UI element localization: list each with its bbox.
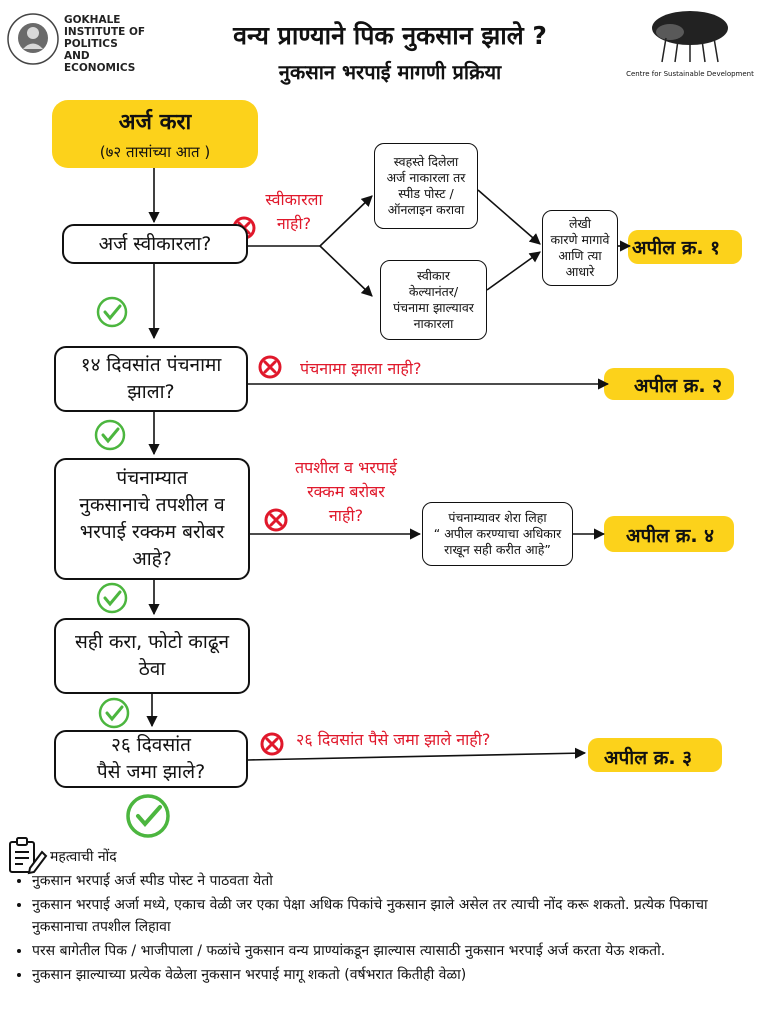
step-line: झाला? bbox=[127, 381, 175, 403]
final-approved-check-icon bbox=[126, 794, 170, 838]
box-line: स्पीड पोस्ट / bbox=[398, 186, 454, 201]
gipe-logo: GOKHALE INSTITUTE OF POLITICS AND ECONOM… bbox=[6, 12, 146, 74]
box-line: स्वीकार bbox=[416, 268, 450, 283]
step-money-in-26-days: २६ दिवसांत पैसे जमा झाले? bbox=[54, 730, 248, 788]
step-line: आहे? bbox=[132, 548, 172, 570]
important-notes: महत्वाची नोंद नुकसान भरपाई अर्ज स्पीड पो… bbox=[14, 846, 758, 988]
page-subtitle: नुकसान भरपाई मागणी प्रक्रिया bbox=[278, 60, 502, 84]
note-item: नुकसान भरपाई अर्जा मध्ये, एकाच वेळी जर ए… bbox=[32, 894, 758, 938]
step-line: १४ दिवसांत पंचनामा bbox=[80, 354, 222, 376]
step-line: २६ दिवसांत bbox=[111, 734, 191, 756]
condition-no-money: २६ दिवसांत पैसे जमा झाले नाही? bbox=[296, 730, 491, 749]
note-item: नुकसान झाल्याच्या प्रत्येक वेळेला नुकसान… bbox=[32, 964, 758, 986]
page-title: वन्य प्राण्याने पिक नुकसान झाले ? bbox=[233, 21, 547, 50]
arrow-step5-fail bbox=[247, 747, 587, 761]
step-line: नुकसानाचे तपशील व bbox=[79, 494, 225, 516]
step-details-correct: पंचनाम्यात नुकसानाचे तपशील व भरपाई रक्कम… bbox=[54, 458, 250, 580]
approved-check-icon bbox=[94, 419, 126, 451]
appeal-2: अपील क्र. २ bbox=[604, 368, 734, 400]
appeal-3: अपील क्र. ३ bbox=[588, 738, 722, 772]
box-line: लेखी bbox=[569, 216, 591, 231]
note-item: नुकसान भरपाई अर्ज स्पीड पोस्ट ने पाठवता … bbox=[32, 870, 758, 892]
appeal-label: अपील क्र. ३ bbox=[604, 747, 693, 769]
box-line: अर्ज नाकारला तर bbox=[386, 170, 466, 185]
approved-check-icon bbox=[98, 697, 130, 729]
written-reasons-box: लेखी कारणे मागावे आणि त्या आधारे bbox=[542, 210, 618, 286]
arrow-branch-a-to-reason bbox=[477, 189, 541, 245]
step-text: अर्ज स्वीकारला? bbox=[98, 232, 212, 255]
condition-line: नाही? bbox=[276, 214, 312, 233]
box-line: “ अपील करण्याचा अधिकार bbox=[433, 526, 562, 541]
clipboard-note-icon bbox=[9, 837, 48, 875]
step-sign-and-photo: सही करा, फोटो काढून ठेवा bbox=[54, 618, 250, 694]
box-line: आधारे bbox=[565, 264, 595, 279]
start-sub: (७२ तासांच्या आत ) bbox=[99, 143, 211, 161]
box-line: राखून सही करीत आहे” bbox=[444, 542, 551, 557]
step-line: पंचनाम्यात bbox=[116, 467, 188, 489]
step-line: भरपाई रक्कम बरोबर bbox=[79, 521, 225, 543]
box-line: नाकारला bbox=[413, 316, 454, 331]
condition-line: नाही? bbox=[328, 506, 364, 525]
box-line: पंचनामा झाल्यावर bbox=[393, 300, 474, 315]
reject-icon bbox=[260, 732, 284, 756]
logo-line: ECONOMICS bbox=[64, 62, 136, 74]
condition-line: रक्कम बरोबर bbox=[307, 482, 385, 501]
branch-handdelivered-rejected: स्वहस्ते दिलेला अर्ज नाकारला तर स्पीड पो… bbox=[374, 143, 478, 229]
notes-heading: महत्वाची नोंद bbox=[50, 849, 117, 865]
notes-list: नुकसान भरपाई अर्ज स्पीड पोस्ट ने पाठवता … bbox=[14, 870, 758, 986]
condition-details-wrong: तपशील व भरपाई रक्कम बरोबर नाही? bbox=[270, 456, 422, 528]
reject-icon bbox=[264, 508, 288, 532]
condition-not-accepted: स्वीकारला नाही? bbox=[246, 188, 342, 236]
note-item: परस बागेतील पिक / भाजीपाला / फळांचे नुकस… bbox=[32, 940, 758, 962]
step-line: पैसे जमा झाले? bbox=[96, 761, 206, 783]
step-line: ठेवा bbox=[138, 658, 166, 680]
arrow-to-branch-a bbox=[319, 195, 373, 247]
condition-no-panchnama: पंचनामा झाला नाही? bbox=[300, 359, 422, 378]
box-line: स्वहस्ते दिलेला bbox=[393, 154, 459, 169]
appeal-1: अपील क्र. १ bbox=[628, 230, 742, 264]
start-apply-box: अर्ज करा (७२ तासांच्या आत ) bbox=[52, 100, 258, 168]
csd-caption: Centre for Sustainable Development bbox=[626, 70, 754, 78]
approved-check-icon bbox=[96, 582, 128, 614]
arrow-branch-b-to-reason bbox=[486, 251, 541, 291]
gipe-seal-icon bbox=[7, 13, 59, 65]
logo-line: INSTITUTE OF bbox=[64, 26, 146, 38]
box-line: कारणे मागावे bbox=[550, 232, 610, 247]
approved-check-icon bbox=[96, 296, 128, 328]
appeal-label: अपील क्र. १ bbox=[632, 237, 721, 259]
reject-icon bbox=[258, 355, 282, 379]
tree-icon bbox=[652, 11, 728, 63]
box-line: आणि त्या bbox=[558, 248, 602, 263]
arrow-to-branch-b bbox=[319, 245, 373, 297]
branch-rejected-after-panchnama: स्वीकार केल्यानंतर/ पंचनामा झाल्यावर नाक… bbox=[380, 260, 487, 340]
box-line: पंचनाम्यावर शेरा लिहा bbox=[448, 510, 547, 525]
appeal-label: अपील क्र. २ bbox=[634, 375, 723, 397]
appeal-4: अपील क्र. ४ bbox=[604, 516, 734, 552]
step-application-accepted: अर्ज स्वीकारला? bbox=[62, 224, 248, 264]
condition-line: तपशील व भरपाई bbox=[294, 458, 398, 477]
logo-line: GOKHALE bbox=[64, 14, 121, 26]
box-line: केल्यानंतर/ bbox=[408, 284, 459, 299]
logo-line: POLITICS AND bbox=[64, 38, 118, 62]
condition-line: स्वीकारला bbox=[265, 190, 323, 209]
box-line: ऑनलाइन करावा bbox=[387, 202, 465, 217]
step-line: सही करा, फोटो काढून bbox=[74, 631, 230, 653]
remark-on-panchnama-box: पंचनाम्यावर शेरा लिहा “ अपील करण्याचा अध… bbox=[422, 502, 573, 566]
step-panchnama-in-14-days: १४ दिवसांत पंचनामा झाला? bbox=[54, 346, 248, 412]
start-label: अर्ज करा bbox=[118, 110, 192, 135]
appeal-label: अपील क्र. ४ bbox=[626, 525, 715, 547]
csd-logo: Centre for Sustainable Development bbox=[620, 8, 760, 78]
